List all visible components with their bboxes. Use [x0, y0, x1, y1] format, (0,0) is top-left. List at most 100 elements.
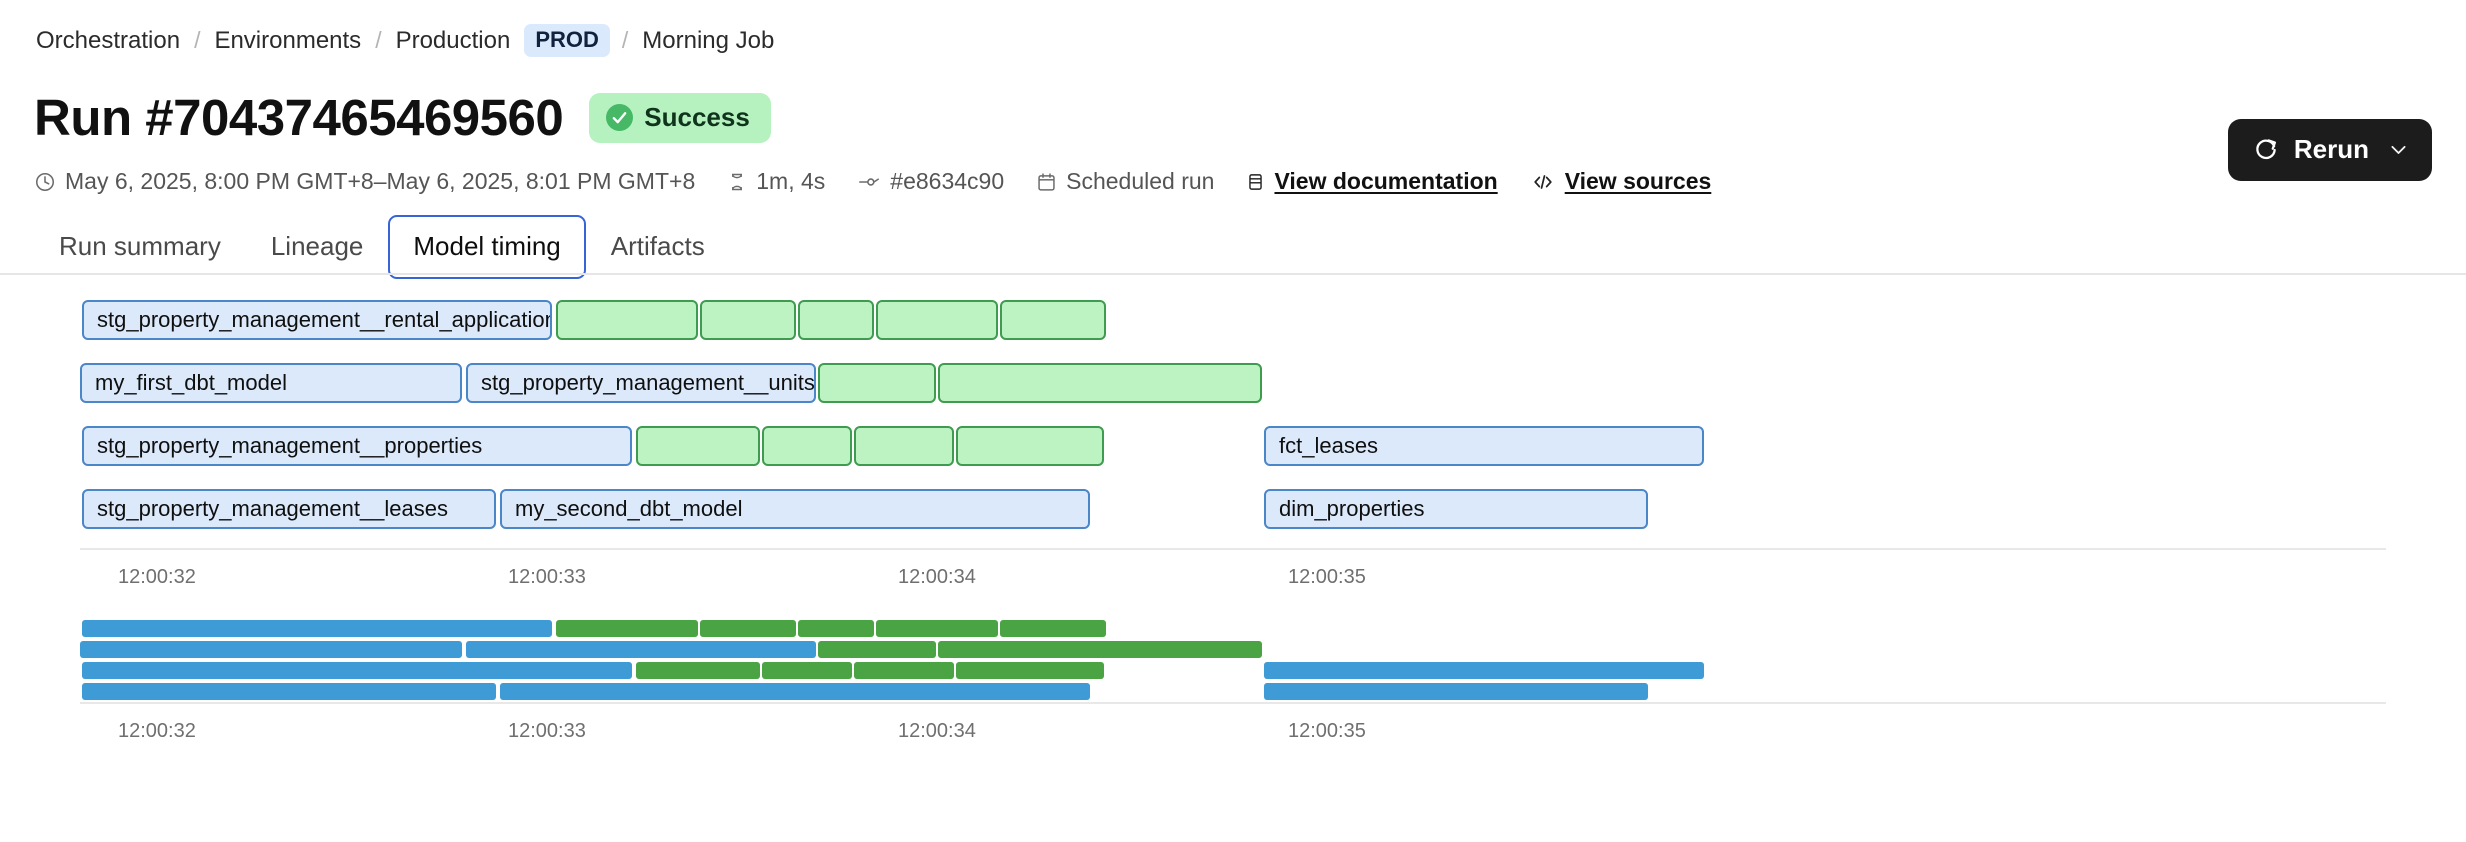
page-title: Run #70437465469560: [34, 89, 564, 146]
meta-item-label: View documentation: [1274, 168, 1498, 194]
axis-rule: [80, 702, 2386, 704]
gantt-bar-test-segment[interactable]: [556, 300, 698, 340]
breadcrumb-item-prod[interactable]: PROD: [524, 24, 610, 57]
gantt-bar-test-segment[interactable]: [818, 363, 936, 403]
axis-tick-label: 12:00:35: [1288, 566, 1366, 588]
gantt-chart: stg_property_management__rental_applicat…: [80, 300, 2386, 548]
gantt-minimap[interactable]: [80, 620, 2386, 702]
minimap-bar[interactable]: [938, 641, 1262, 658]
model-timing-chart: stg_property_management__rental_applicat…: [0, 300, 2466, 748]
meta-item-label: May 6, 2025, 8:00 PM GMT+8–May 6, 2025, …: [65, 168, 696, 194]
meta-item-label: 1m, 4s: [756, 168, 826, 194]
minimap-bar[interactable]: [82, 620, 552, 637]
breadcrumb-separator: /: [194, 27, 201, 53]
gantt-bar-test-segment[interactable]: [876, 300, 998, 340]
gantt-bar-test-segment[interactable]: [854, 426, 954, 466]
breadcrumb-item-morning-job: Morning Job: [642, 26, 775, 54]
gantt-bar-fct_leases[interactable]: fct_leases: [1264, 426, 1704, 466]
axis-tick-label: 12:00:35: [1288, 720, 1366, 742]
minimap-bar[interactable]: [82, 662, 632, 679]
minimap-bar[interactable]: [636, 662, 760, 679]
status-badge-label: Success: [644, 101, 750, 132]
axis-rule: [80, 548, 2386, 550]
breadcrumb-item-orchestration[interactable]: Orchestration: [36, 26, 181, 54]
gantt-bar-stg_property_management__properties[interactable]: stg_property_management__properties: [82, 426, 632, 466]
breadcrumb-item-environments[interactable]: Environments: [214, 26, 362, 54]
meta-item-hourglass: 1m, 4s: [727, 168, 825, 195]
axis-tick-label: 12:00:33: [508, 720, 586, 742]
gantt-bar-test-segment[interactable]: [956, 426, 1104, 466]
minimap-bar[interactable]: [798, 620, 874, 637]
minimap-row: [80, 641, 2386, 658]
gantt-bar-dim_properties[interactable]: dim_properties: [1264, 489, 1648, 529]
meta-item-commit: #e8634c90: [857, 168, 1004, 195]
gantt-bar-test-segment[interactable]: [636, 426, 760, 466]
tabs-divider: [0, 273, 2466, 275]
breadcrumb: Orchestration / Environments / Production PRO…: [34, 24, 776, 57]
refresh-icon: [2253, 137, 2279, 163]
minimap-bar[interactable]: [956, 662, 1104, 679]
tab-bar: Run summary Lineage Model timing Artifacts: [34, 215, 730, 279]
minimap-bar[interactable]: [818, 641, 936, 658]
meta-item-clock: May 6, 2025, 8:00 PM GMT+8–May 6, 2025, …: [34, 168, 695, 195]
meta-item-book[interactable]: View documentation: [1246, 168, 1498, 195]
gantt-bar-my_first_dbt_model[interactable]: my_first_dbt_model: [80, 363, 462, 403]
breadcrumb-separator: /: [621, 27, 629, 53]
breadcrumb-item-production[interactable]: Production: [395, 26, 511, 54]
gantt-bar-test-segment[interactable]: [938, 363, 1262, 403]
minimap-bar[interactable]: [80, 641, 462, 658]
hourglass-icon: [727, 171, 747, 193]
gantt-row: stg_property_management__properties fct_l…: [80, 426, 2386, 470]
minimap-bar[interactable]: [762, 662, 852, 679]
minimap-bar[interactable]: [1264, 683, 1648, 700]
tab-run-summary[interactable]: Run summary: [59, 231, 221, 261]
run-meta-row: May 6, 2025, 8:00 PM GMT+8–May 6, 2025, …: [34, 168, 1743, 195]
meta-item-code[interactable]: View sources: [1530, 168, 1711, 195]
commit-icon: [857, 171, 881, 193]
gantt-bar-stg_property_management__rental_applications[interactable]: stg_property_management__rental_applicat…: [82, 300, 552, 340]
axis-tick-label: 12:00:32: [118, 720, 196, 742]
gantt-bar-stg_property_management__units[interactable]: stg_property_management__units: [466, 363, 816, 403]
meta-item-label: Scheduled run: [1066, 168, 1215, 194]
tab-lineage[interactable]: Lineage: [270, 231, 364, 261]
minimap-row: [80, 662, 2386, 679]
minimap-bar[interactable]: [876, 620, 998, 637]
tab-artifacts[interactable]: Artifacts: [610, 231, 705, 261]
tab-model-timing[interactable]: Model timing: [388, 215, 586, 279]
gantt-time-axis: 12:00:32 12:00:33 12:00:34 12:00:35: [80, 548, 2386, 594]
title-row: Run #70437465469560 Success: [34, 88, 771, 147]
code-icon: [1530, 171, 1556, 193]
minimap-bar[interactable]: [700, 620, 796, 637]
minimap-bar[interactable]: [466, 641, 816, 658]
clock-icon: [34, 171, 56, 193]
axis-tick-label: 12:00:34: [898, 566, 976, 588]
axis-tick-label: 12:00:32: [118, 566, 196, 588]
status-badge: Success: [589, 92, 771, 143]
minimap-bar[interactable]: [500, 683, 1090, 700]
gantt-bar-test-segment[interactable]: [762, 426, 852, 466]
gantt-bar-test-segment[interactable]: [700, 300, 796, 340]
minimap-row: [80, 620, 2386, 637]
gantt-bar-my_second_dbt_model[interactable]: my_second_dbt_model: [500, 489, 1090, 529]
minimap-bar[interactable]: [1000, 620, 1106, 637]
gantt-row: stg_property_management__rental_applicat…: [80, 300, 2386, 344]
gantt-bar-test-segment[interactable]: [798, 300, 874, 340]
minimap-row: [80, 683, 2386, 700]
book-icon: [1246, 171, 1265, 193]
minimap-bar[interactable]: [854, 662, 954, 679]
calendar-icon: [1036, 171, 1057, 193]
minimap-bar[interactable]: [1264, 662, 1704, 679]
meta-item-label: #e8634c90: [890, 168, 1005, 194]
minimap-bar[interactable]: [556, 620, 698, 637]
check-circle-icon: [606, 103, 634, 131]
minimap-bar[interactable]: [82, 683, 496, 700]
gantt-bar-test-segment[interactable]: [1000, 300, 1106, 340]
axis-tick-label: 12:00:33: [508, 566, 586, 588]
rerun-button[interactable]: Rerun: [2227, 119, 2432, 181]
gantt-bar-stg_property_management__leases[interactable]: stg_property_management__leases: [82, 489, 496, 529]
breadcrumb-separator: /: [375, 27, 382, 53]
chevron-down-icon[interactable]: [2388, 139, 2409, 160]
